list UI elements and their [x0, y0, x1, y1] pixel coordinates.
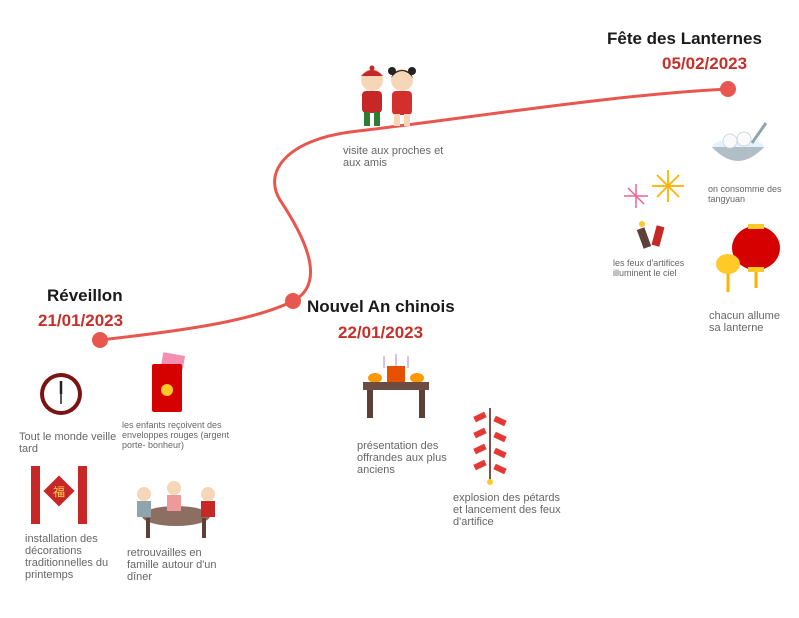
timeline-line: [98, 87, 730, 342]
lantern-icon: [716, 224, 780, 292]
caption-decorations: installation des décorations traditionne…: [25, 533, 109, 581]
caption-petards: explosion des pétards et lancement des f…: [453, 492, 561, 528]
event-title-nouvel-an: Nouvel An chinois: [307, 297, 455, 316]
tangyuan-bowl-icon: [712, 122, 768, 161]
event-title-reveillon: Réveillon: [47, 286, 123, 305]
event-date-lanternes: 05/02/2023: [662, 54, 748, 73]
caption-offrandes: présentation des offrandes aux plus anci…: [357, 440, 447, 476]
clock-icon: [40, 373, 82, 415]
chinese-kids-icon: [361, 65, 416, 126]
event-date-reveillon: 21/01/2023: [38, 311, 124, 330]
family-dinner-icon: [137, 481, 215, 538]
caption-visite: visite aux proches et aux amis: [343, 145, 444, 169]
firecracker-icon: [473, 408, 507, 485]
caption-tangyuan: on consomme des tangyuan: [708, 184, 782, 204]
red-envelope-icon: [152, 352, 186, 412]
event-date-nouvel-an: 22/01/2023: [338, 323, 424, 342]
timeline-node-lanternes: [720, 81, 736, 97]
fireworks-icon: [624, 170, 684, 249]
caption-feux: les feux d'artifices illuminent le ciel: [613, 258, 685, 278]
svg-text:福: 福: [53, 484, 65, 499]
event-title-lanternes: Fête des Lanternes: [607, 29, 762, 48]
offering-table-icon: [363, 354, 429, 418]
caption-retrouvailles: retrouvailles en famille autour d'un dîn…: [127, 547, 217, 583]
spring-couplets-icon: 福: [31, 466, 87, 524]
timeline-node-nouvel-an: [285, 293, 301, 309]
caption-lanterne: chacun allume sa lanterne: [709, 310, 780, 334]
timeline-node-reveillon: [92, 332, 108, 348]
caption-veille: Tout le monde veille tard: [19, 431, 117, 455]
caption-enveloppes: les enfants reçoivent des enveloppes rou…: [122, 420, 230, 450]
